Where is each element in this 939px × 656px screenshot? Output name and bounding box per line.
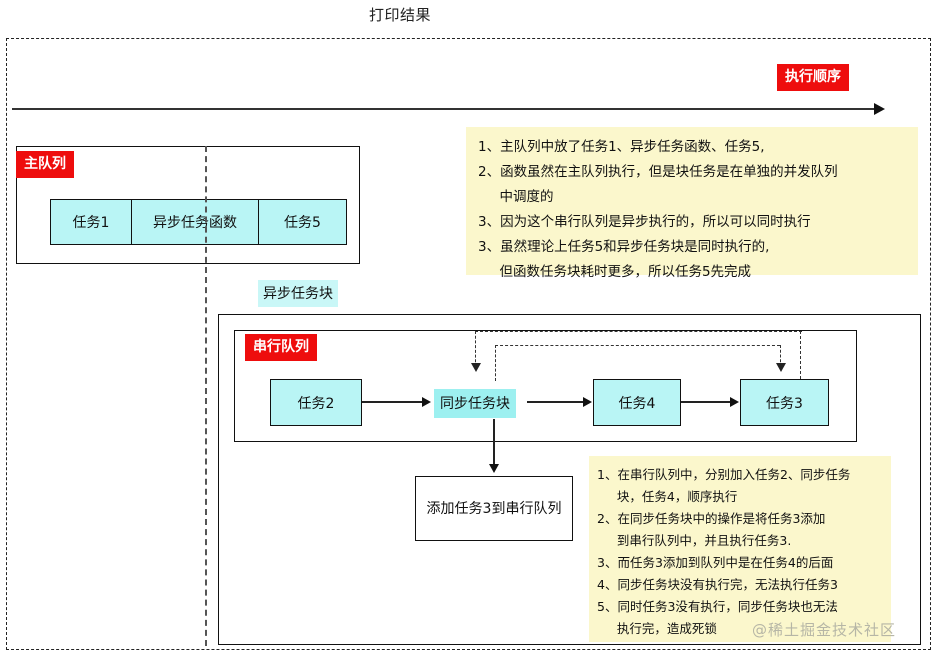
dashed-arrow-b-left-segment [495, 345, 496, 381]
sync-block-label: 同步任务块 [434, 389, 516, 418]
serial-queue-label: 串行队列 [245, 334, 317, 361]
main-queue-task-2: 异步任务函数 [131, 199, 259, 245]
arrow-syncblock-to-addtask-line [493, 419, 495, 467]
arrow-syncblock-to-addtask-head [489, 464, 499, 473]
outer-dashed-container [6, 38, 931, 650]
add-task3-to-serial-queue-box: 添加任务3到串行队列 [415, 476, 573, 541]
dashed-arrow-b-right-segment [780, 345, 781, 367]
async-block-label: 异步任务块 [258, 280, 338, 307]
dashed-arrow-a-head [471, 363, 481, 372]
serial-queue-task-3: 任务3 [740, 379, 829, 426]
execution-order-label: 执行顺序 [777, 64, 849, 91]
serial-queue-task-2: 任务2 [270, 379, 362, 426]
arrow-syncblock-to-task4-line [527, 401, 584, 403]
dashed-arrow-a-right-segment [800, 331, 801, 379]
arrow-syncblock-to-task4-head [583, 397, 592, 407]
arrow-task2-to-syncblock-line [362, 401, 424, 403]
main-queue-task-1: 任务1 [50, 199, 132, 245]
dashed-arrow-b-head [776, 363, 786, 372]
arrow-task4-to-task3-line [681, 401, 731, 403]
execution-order-arrow-head [874, 103, 885, 115]
vertical-dashed-divider [205, 146, 207, 646]
main-queue-box [16, 146, 360, 264]
execution-order-arrow-line [12, 108, 878, 110]
note-top: 1、主队列中放了任务1、异步任务函数、任务5, 2、函数虽然在主队列执行，但是块… [466, 127, 918, 280]
watermark: @稀土掘金技术社区 [752, 621, 897, 639]
serial-queue-box [234, 330, 857, 442]
serial-queue-task-4: 任务4 [593, 379, 681, 426]
note-bottom: 1、在串行队列中，分别加入任务2、同步任务 块，任务4，顺序执行 2、在同步任务… [589, 456, 891, 642]
async-block-container [218, 314, 921, 645]
page-title: 打印结果 [368, 6, 431, 24]
dashed-arrow-a-left-segment [475, 331, 476, 367]
main-queue-label: 主队列 [16, 151, 74, 178]
dashed-arrow-b-top-segment [495, 345, 780, 346]
arrow-task4-to-task3-head [730, 397, 739, 407]
dashed-arrow-a-top-segment [475, 331, 802, 332]
arrow-task2-to-syncblock-head [422, 397, 431, 407]
main-queue-task-3: 任务5 [258, 199, 347, 245]
